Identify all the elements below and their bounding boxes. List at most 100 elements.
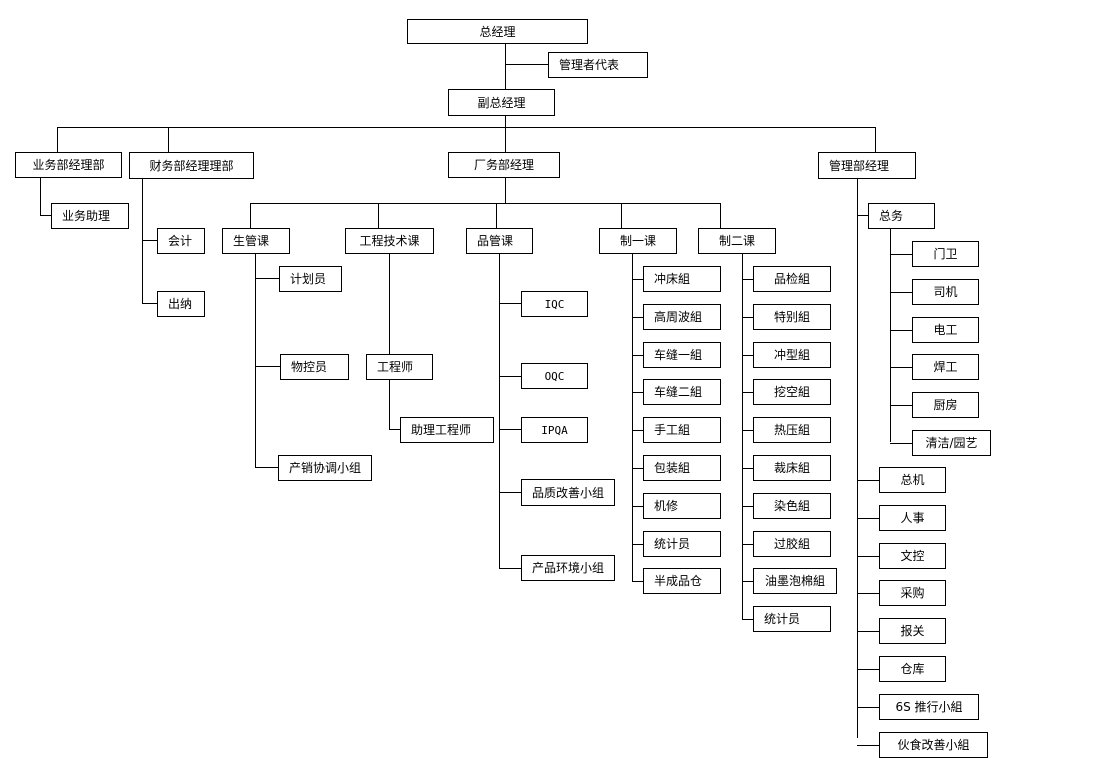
connector-line bbox=[499, 429, 521, 430]
node-manufacturing-2-group: 统计员 bbox=[753, 606, 831, 632]
connector-line bbox=[389, 429, 400, 430]
node-oqc: OQC bbox=[521, 363, 588, 389]
connector-line bbox=[57, 127, 876, 128]
connector-line bbox=[857, 215, 868, 216]
node-manufacturing-2-group: 过胶組 bbox=[753, 531, 831, 557]
node-deputy-general-manager: 副总经理 bbox=[448, 89, 555, 116]
connector-line bbox=[857, 669, 879, 670]
connector-line bbox=[168, 127, 169, 152]
node-admin-unit: 仓库 bbox=[879, 656, 946, 682]
node-manufacturing-2-group: 特别組 bbox=[753, 304, 831, 330]
connector-line bbox=[857, 480, 879, 481]
connector-line bbox=[857, 707, 879, 708]
connector-line bbox=[890, 228, 891, 442]
connector-line bbox=[505, 43, 506, 89]
node-general-affairs-staff: 门卫 bbox=[912, 241, 979, 267]
connector-line bbox=[875, 127, 876, 152]
connector-line bbox=[742, 544, 753, 545]
connector-line bbox=[632, 581, 643, 582]
connector-line bbox=[890, 254, 912, 255]
connector-line bbox=[255, 253, 256, 467]
node-manufacturing-1-group: 半成品仓 bbox=[643, 568, 721, 594]
connector-line bbox=[890, 330, 912, 331]
connector-line bbox=[742, 619, 753, 620]
node-manufacturing-2: 制二课 bbox=[698, 228, 776, 254]
node-planner: 计划员 bbox=[279, 266, 342, 292]
node-admin-manager: 管理部经理 bbox=[818, 152, 916, 179]
node-admin-unit: 采购 bbox=[879, 580, 946, 606]
connector-line bbox=[742, 253, 743, 619]
connector-line bbox=[621, 203, 622, 228]
node-material-controller: 物控员 bbox=[280, 354, 349, 380]
connector-line bbox=[378, 203, 379, 228]
node-manufacturing-2-group: 挖空組 bbox=[753, 379, 831, 405]
connector-line bbox=[890, 292, 912, 293]
connector-line bbox=[742, 392, 753, 393]
connector-line bbox=[632, 253, 633, 581]
node-accounting: 会计 bbox=[157, 228, 205, 254]
node-general-affairs-staff: 清洁/园艺 bbox=[912, 430, 991, 456]
node-manufacturing-1-group: 车缝二組 bbox=[643, 379, 721, 405]
connector-line bbox=[505, 64, 548, 65]
node-general-affairs-staff: 厨房 bbox=[912, 392, 979, 418]
connector-line bbox=[632, 544, 643, 545]
node-manufacturing-1: 制一课 bbox=[599, 228, 677, 254]
connector-line bbox=[632, 279, 643, 280]
node-engineer: 工程师 bbox=[366, 354, 433, 380]
node-general-affairs-staff: 电工 bbox=[912, 317, 979, 343]
node-quality-control: 品管课 bbox=[466, 228, 533, 254]
connector-line bbox=[857, 178, 858, 738]
connector-line bbox=[499, 568, 521, 569]
node-manufacturing-1-group: 手工組 bbox=[643, 417, 721, 443]
connector-line bbox=[632, 392, 643, 393]
node-manufacturing-1-group: 车缝一組 bbox=[643, 342, 721, 368]
connector-line bbox=[742, 506, 753, 507]
connector-line bbox=[250, 203, 251, 228]
connector-line bbox=[389, 253, 390, 354]
connector-line bbox=[857, 631, 879, 632]
node-general-manager: 总经理 bbox=[407, 19, 588, 44]
node-general-affairs-staff: 焊工 bbox=[912, 354, 979, 380]
connector-line bbox=[632, 468, 643, 469]
connector-line bbox=[742, 430, 753, 431]
connector-line bbox=[857, 518, 879, 519]
connector-line bbox=[57, 127, 58, 152]
connector-line bbox=[499, 303, 521, 304]
node-manufacturing-1-group: 包装組 bbox=[643, 455, 721, 481]
connector-line bbox=[857, 556, 879, 557]
node-production-sales-coordination: 产销协调小组 bbox=[278, 455, 372, 481]
connector-line bbox=[142, 178, 143, 304]
node-admin-unit: 人事 bbox=[879, 505, 946, 531]
node-iqc: IQC bbox=[521, 291, 588, 317]
connector-line bbox=[890, 405, 912, 406]
connector-line bbox=[255, 278, 279, 279]
node-manufacturing-2-group: 染色組 bbox=[753, 493, 831, 519]
connector-line bbox=[632, 506, 643, 507]
node-production-control: 生管课 bbox=[222, 228, 290, 254]
connector-line bbox=[742, 581, 753, 582]
connector-line bbox=[632, 430, 643, 431]
node-admin-unit: 6S 推行小組 bbox=[879, 694, 979, 720]
node-finance-manager: 财务部经理理部 bbox=[129, 152, 254, 179]
node-ipqa: IPQA bbox=[521, 417, 588, 443]
node-manufacturing-2-group: 裁床組 bbox=[753, 455, 831, 481]
connector-line bbox=[632, 355, 643, 356]
node-sales-manager: 业务部经理部 bbox=[15, 152, 122, 178]
node-manufacturing-1-group: 统计员 bbox=[643, 531, 721, 557]
node-manufacturing-2-group: 油墨泡棉組 bbox=[753, 568, 837, 594]
connector-line bbox=[742, 468, 753, 469]
node-sales-assistant: 业务助理 bbox=[51, 203, 129, 229]
connector-line bbox=[40, 177, 41, 216]
connector-line bbox=[890, 443, 912, 444]
connector-line bbox=[389, 379, 390, 430]
node-assistant-engineer: 助理工程师 bbox=[400, 417, 494, 443]
connector-line bbox=[250, 203, 721, 204]
node-admin-unit: 文控 bbox=[879, 543, 946, 569]
node-product-environment-group: 产品环境小组 bbox=[521, 555, 615, 581]
connector-line bbox=[496, 203, 497, 228]
node-admin-unit: 总机 bbox=[879, 467, 946, 493]
connector-line bbox=[632, 317, 643, 318]
connector-line bbox=[720, 203, 721, 228]
node-management-representative: 管理者代表 bbox=[548, 52, 648, 78]
